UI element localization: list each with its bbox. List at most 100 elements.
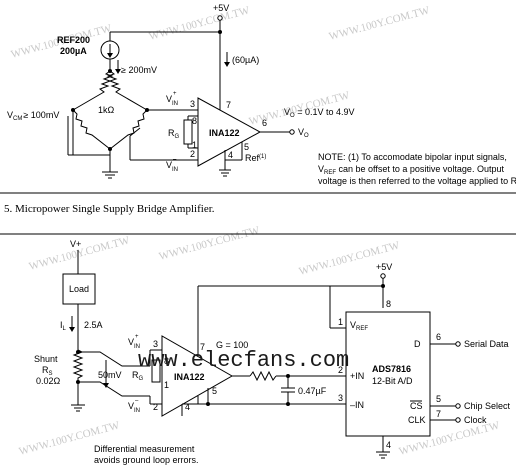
note-line: NOTE: (1) To accomodate bipolar input si… <box>318 152 507 162</box>
pin-number: 1 <box>338 317 343 327</box>
il-label: IL <box>60 320 67 332</box>
pin-number: 1 <box>192 140 197 150</box>
note-line: voltage is then referred to the voltage … <box>318 176 516 186</box>
rg-resistor <box>151 359 161 383</box>
adc-in-minus-label: –IN <box>350 400 364 410</box>
pin-number: 2 <box>153 402 158 412</box>
adc-in-plus-label: +IN <box>350 371 364 381</box>
diff-note: Differential measurement <box>94 444 195 454</box>
clk-terminal[interactable] <box>455 417 461 423</box>
pin-number: 4 <box>228 150 233 160</box>
ref200-label: REF200 <box>57 35 90 45</box>
rg-label: RG <box>132 370 144 382</box>
bridge-resistor <box>72 70 114 111</box>
mv-label: 50mV <box>98 370 122 380</box>
ina122-label: INA122 <box>174 372 205 382</box>
vin-plus-sign: + <box>173 91 177 97</box>
top-circuit: +5V (60µA) REF200 200µA ≥ 200mV 1kΩ <box>7 3 516 186</box>
voltage-arrow-head <box>115 69 121 74</box>
in-plus-wire <box>78 351 150 367</box>
adc-clk-label: CLK <box>408 415 426 425</box>
serial-terminal[interactable] <box>455 341 461 347</box>
ina122-amplifier <box>197 97 262 167</box>
vo-label: VO <box>298 127 309 139</box>
diff-note: avoids ground loop errors. <box>94 455 199 465</box>
pin-number: 6 <box>436 332 441 342</box>
bottom-circuit: V+ Load IL 2.5A Shunt RS 0.02Ω 50mV VIN … <box>34 239 511 465</box>
junction-dot <box>218 30 222 34</box>
watermark: WWW.100Y.COM.TW <box>298 239 402 278</box>
ina122-label: INA122 <box>209 128 240 138</box>
rg-label: RG <box>168 128 180 140</box>
rs-value: 0.02Ω <box>36 376 61 386</box>
watermark: WWW.100Y.COM.TW <box>398 419 502 458</box>
chip-select-label: Chip Select <box>464 401 511 411</box>
ads7816-chip <box>345 311 431 437</box>
figure-caption: 5. Micropower Single Supply Bridge Ampli… <box>4 203 215 215</box>
in-minus-wire <box>78 381 150 397</box>
pin-number: 3 <box>153 339 158 349</box>
bridge-resistor <box>72 109 111 150</box>
pin-number: 1 <box>164 380 169 390</box>
pin-number: 4 <box>185 402 190 412</box>
supply-label: +5V <box>376 262 392 272</box>
watermark-layer: WWW.100Y.COM.TW WWW.100Y.COM.TW WWW.100Y… <box>10 4 502 458</box>
ina122-amplifier <box>161 335 234 417</box>
pin-number: 7 <box>436 409 441 419</box>
ref-pin-label: Ref(1) <box>245 153 266 163</box>
source-arrow-head <box>107 53 113 58</box>
vref-label: VREF <box>350 320 368 332</box>
watermark: WWW.100Y.COM.TW <box>328 4 432 43</box>
vin-minus-sign: – <box>173 157 177 163</box>
pin-number: 5 <box>212 386 217 396</box>
junction-dot <box>206 402 210 406</box>
vcm-label: VCM≥ 100mV <box>7 110 59 122</box>
pin-number: 4 <box>386 440 391 450</box>
note-line: VREF can be offset to a positive voltage… <box>318 164 504 176</box>
il-value: 2.5A <box>84 320 103 330</box>
pin-number: 5 <box>244 142 249 152</box>
vin-plus-sign: + <box>135 334 139 340</box>
pin-number: 8 <box>386 299 391 309</box>
clock-label: Clock <box>464 415 487 425</box>
pin-number: 6 <box>262 118 267 128</box>
shunt-resistor <box>72 349 84 395</box>
filter-resistor <box>249 370 277 382</box>
watermark: WWW.100Y.COM.TW <box>148 4 252 43</box>
adc-cs-label: CS <box>410 401 423 411</box>
rs-label: RS <box>42 365 53 377</box>
mv-arrow-head <box>103 383 109 388</box>
pin-number: 5 <box>436 394 441 404</box>
vin-plus-label: VIN <box>166 94 178 107</box>
pin-number: 8 <box>164 356 169 366</box>
vplus-label: V+ <box>70 239 81 249</box>
rg-resistor <box>183 119 193 145</box>
supply-label: +5V <box>213 3 229 13</box>
junction-dot <box>381 284 385 288</box>
vin-plus-label: VIN <box>128 337 140 350</box>
pin-number: 3 <box>190 99 195 109</box>
site-logo: www.elecfans.com <box>138 348 349 373</box>
pin-number: 8 <box>192 116 197 126</box>
pin-number: 2 <box>190 149 195 159</box>
junction-dot <box>286 402 290 406</box>
resistor-bridge: 1kΩ <box>72 70 148 150</box>
serial-label: Serial Data <box>464 339 509 349</box>
current-arrow-head <box>224 62 230 67</box>
pin-number: 7 <box>226 100 231 110</box>
vin-minus-sign: – <box>135 398 139 404</box>
supply-terminal <box>217 15 223 21</box>
supply-terminal <box>380 273 386 279</box>
pin-number: 7 <box>200 342 205 352</box>
pin-number: 2 <box>338 365 343 375</box>
vo-equation: VO = 0.1V to 4.9V <box>284 107 354 119</box>
vin-minus-label: VIN <box>128 401 140 414</box>
vin-minus-label: VIN <box>166 160 178 173</box>
pin-number: 3 <box>338 393 343 403</box>
ref-voltage-label: ≥ 200mV <box>121 65 157 75</box>
bridge-res-label: 1kΩ <box>98 105 115 115</box>
cs-terminal[interactable] <box>455 403 461 409</box>
load-box <box>62 273 96 305</box>
